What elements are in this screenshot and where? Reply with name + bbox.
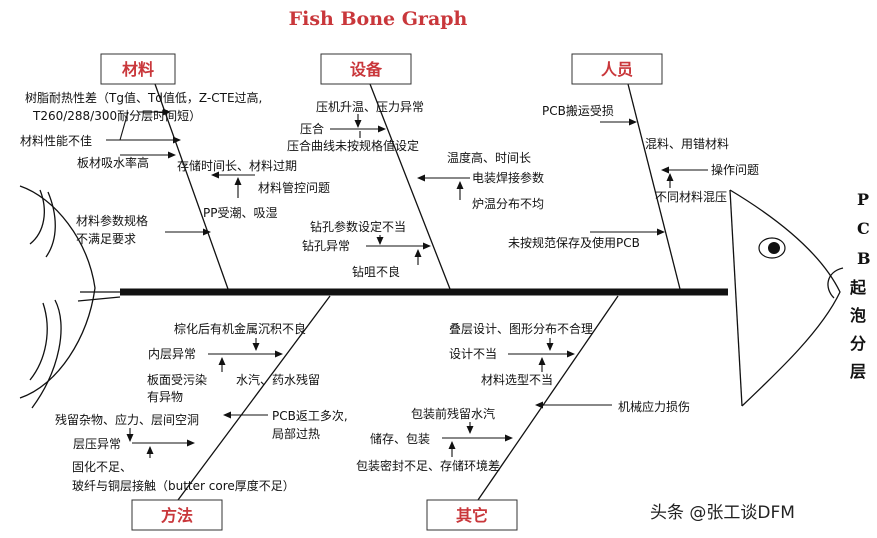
head-label-cn-2: 泡 [850, 306, 866, 325]
cause-label: 不满足要求 [76, 232, 136, 246]
category-other: 其它 [426, 499, 518, 531]
cause-label: T260/288/300耐分层时间短） [32, 109, 201, 123]
cause-label: 钻孔参数设定不当 [310, 219, 406, 234]
cause-label: 操作问题 [711, 162, 759, 177]
cause-label: 包装前残留水汽 [411, 406, 495, 421]
cause-label: 玻纤与铜层接触（butter core厚度不足） [72, 478, 295, 493]
category-materials-label: 材料 [122, 60, 154, 79]
cause-label: 局部过热 [272, 426, 320, 441]
cause-label: 材料参数规格 [76, 213, 148, 228]
cause-label: 材料选型不当 [481, 373, 553, 387]
other-causes: 叠层设计、图形分布不合理 设计不当 材料选型不当 机械应力损伤 包装前残留水汽 … [356, 321, 690, 473]
bone-equipment [369, 83, 451, 290]
head-label-b: B [857, 249, 871, 268]
cause-label: 钻孔异常 [302, 238, 350, 253]
cause-label: 压合 [300, 121, 324, 136]
cause-label: 材料性能不佳 [20, 134, 92, 148]
cause-label: 压机升温、压力异常 [316, 100, 424, 114]
bone-personnel [627, 83, 681, 290]
cause-label: 温度高、时间长 [447, 150, 531, 165]
cause-label: 未按规范保存及使用PCB [508, 235, 640, 250]
cause-label: 有异物 [147, 390, 183, 404]
cause-label: 板面受污染 [147, 372, 207, 387]
watermark: 头条 @张工谈DFM [650, 503, 795, 523]
cause-label: PCB搬运受损 [542, 103, 614, 118]
cause-label: 叠层设计、图形分布不合理 [449, 321, 593, 336]
fish-head [729, 189, 844, 407]
head-label-cn-4: 层 [850, 362, 866, 381]
cause-label: 不同材料混压 [655, 190, 727, 204]
head-label-cn-3: 分 [850, 334, 866, 353]
cause-label: 板材吸水率高 [77, 155, 149, 170]
head-label-cn-1: 起 [849, 278, 867, 297]
cause-label: 存储时间长、材料过期 [177, 158, 297, 173]
category-method-label: 方法 [161, 506, 193, 525]
cause-label: 机械应力损伤 [618, 399, 690, 414]
category-equipment-label: 设备 [350, 60, 383, 79]
bone-materials [154, 83, 229, 290]
personnel-causes: PCB搬运受损 混料、用错材料 操作问题 不同材料混压 未按规范保存及使用PCB [508, 103, 759, 250]
equipment-causes: 压机升温、压力异常 压合 压合曲线未按规格值设定 温度高、时间长 电装焊接参数 … [287, 100, 544, 279]
cause-label: 包装密封不足、存储环境差 [356, 458, 500, 473]
cause-label: 树脂耐热性差（Tg值、Td值低，Z-CTE过高, [25, 90, 262, 105]
cause-label: 水汽、药水残留 [236, 372, 320, 387]
cause-label: 钻咀不良 [352, 264, 400, 279]
cause-label: 材料管控问题 [258, 180, 330, 195]
method-causes: 棕化后有机金属沉积不良 内层异常 板面受污染 有异物 水汽、药水残留 残留杂物、… [55, 321, 348, 493]
diagram-title: Fish Bone Graph [289, 8, 468, 30]
cause-label: 棕化后有机金属沉积不良 [174, 321, 306, 336]
cause-label: 混料、用错材料 [645, 137, 729, 151]
cause-label: 储存、包装 [370, 431, 430, 446]
fish-tail [19, 185, 121, 409]
cause-label: 残留杂物、应力、层间空洞 [55, 412, 199, 427]
cause-label: 电装焊接参数 [472, 170, 544, 185]
bone-other [477, 295, 619, 501]
category-personnel-label: 人员 [601, 60, 633, 79]
cause-label: 设计不当 [449, 347, 497, 361]
category-equipment: 设备 [320, 53, 412, 85]
cause-label: 内层异常 [148, 347, 196, 361]
category-personnel: 人员 [571, 53, 663, 85]
cause-label: PP受潮、吸湿 [203, 205, 277, 220]
category-materials: 材料 [100, 53, 176, 85]
cause-label: 固化不足、 [72, 460, 132, 474]
head-label-p: P [857, 190, 869, 209]
category-other-label: 其它 [456, 506, 488, 525]
head-label-c: C [857, 219, 870, 238]
category-method: 方法 [131, 499, 223, 531]
cause-label: 炉温分布不均 [472, 197, 544, 211]
cause-label: PCB返工多次, [272, 409, 348, 423]
cause-label: 层压异常 [73, 437, 121, 451]
materials-causes: 树脂耐热性差（Tg值、Td值低，Z-CTE过高, T260/288/300耐分层… [20, 90, 330, 246]
bone-method [177, 295, 331, 501]
head-label: P C B 起 泡 分 层 [849, 190, 871, 381]
cause-label: 压合曲线未按规格值设定 [287, 138, 419, 153]
